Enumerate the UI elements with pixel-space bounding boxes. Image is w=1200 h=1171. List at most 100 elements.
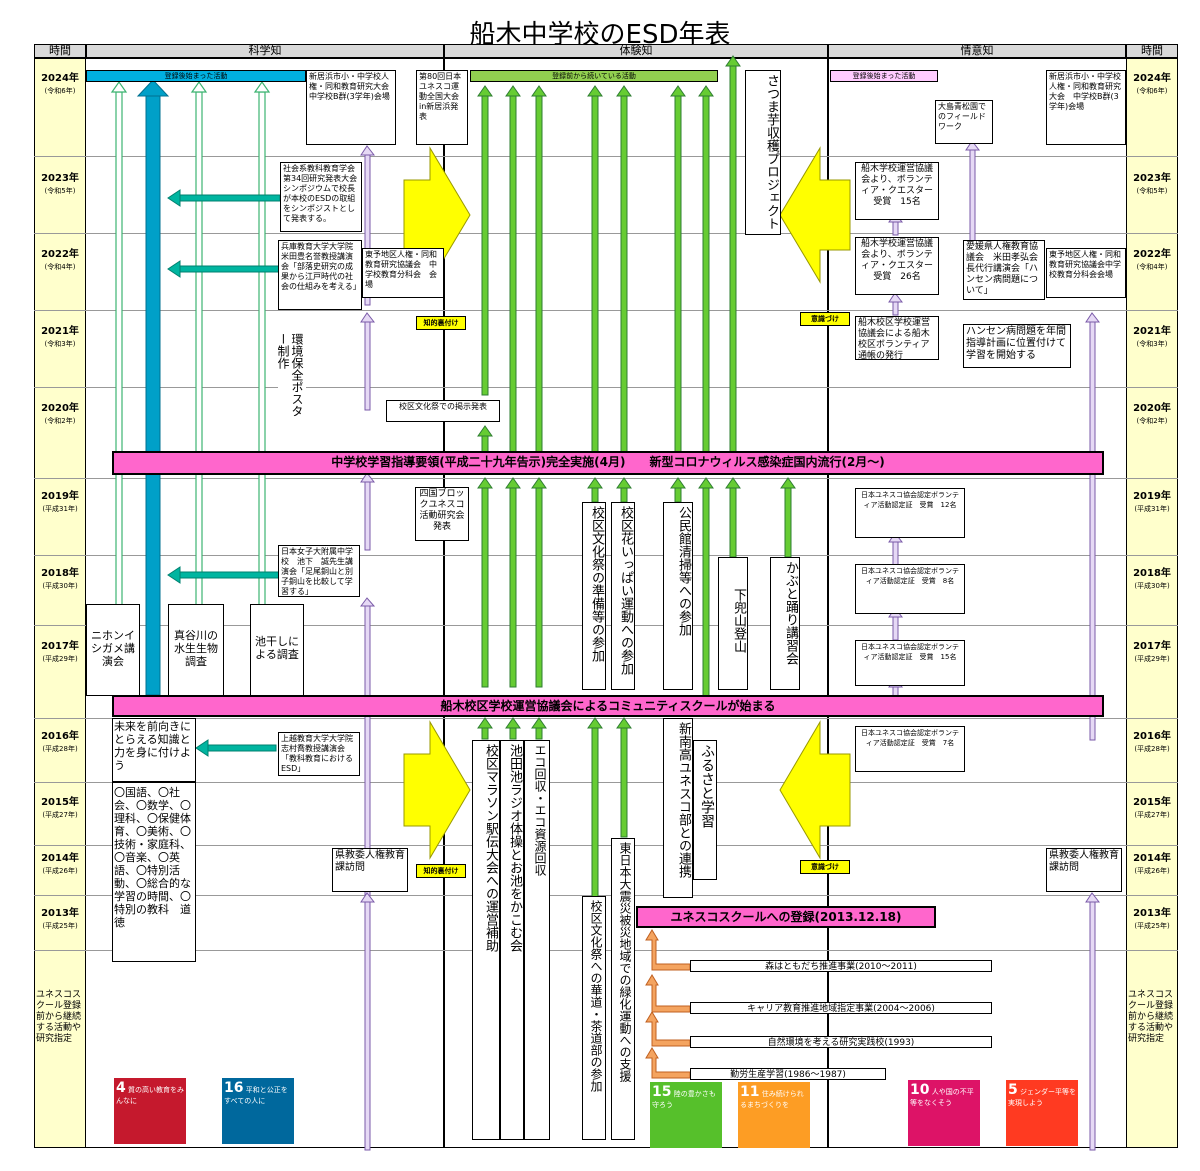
year-label: 2023年(令和5年) [41,173,79,195]
subjects-list: 〇国語、〇社会、〇数学、〇理科、〇保健体育、〇美術、〇技術・家庭科、〇音楽、〇英… [112,782,196,962]
year-label: 2014年(平成26年) [41,853,79,875]
unesco-cert-2018: 日本ユネスコ協会認定ボランティア活動認定証 受賞 8名 [855,564,965,614]
row-line [34,233,1178,234]
pre-registration-label: ユネスコスクール登録前から継続する活動や研究指定 [36,990,82,1044]
row-line [34,950,1178,951]
header-science: 科学知 [86,44,444,58]
volunteer-2022: 船木学校運営協議会より、ボランティア・クエスター受賞 26名 [855,237,939,295]
year-label: 2022年(令和4年) [1133,249,1171,271]
marathon-support: 校区マラソン駅伝大会への運営補助 [472,740,500,1140]
knowledge-goal: 未来を前向きにとらえる知識と力を身に付けよう [112,718,196,782]
sci-box-2024: 新居浜市小・中学校人権・同和教育研究大会 中学校B群(3学年)会場 [306,70,397,145]
year-label: 2017年(平成29年) [1133,641,1171,663]
nihon-ishigame: ニホンイシガメ講演会 [86,604,140,696]
row-line [34,845,1178,846]
hansen-curriculum: ハンセン病問題を年間指導計画に位置付けて学習を開始する [963,324,1071,368]
year-label: 2018年(平成30年) [1133,568,1171,590]
row-line [34,782,1178,783]
exp-band-bar: 登録前から続いている活動 [470,70,718,82]
bunkasai-prep: 校区文化祭の準備等の参加 [582,502,606,690]
exp-box-2024: 第80回日本ユネスコ運動全国大会in新居浜発表 [416,70,468,145]
matani-survey: 真谷川の水生生物調査 [168,604,224,696]
satsuma-project: さつま芋収穫プロジェクト [745,70,781,235]
year-label: 2019年(平成31年) [1133,491,1171,513]
year-label: 2020年(令和2年) [41,403,79,425]
chiteki-label: 知的裏付け [416,864,466,878]
unesco-cert-2017: 日本ユネスコ協会認定ボランティア活動認定証 受賞 15名 [855,640,965,686]
year-label: 2014年(平成26年) [1133,853,1171,875]
year-label: 2018年(平成30年) [41,568,79,590]
header-time-right: 時間 [1126,44,1178,58]
year-column-right [1126,58,1178,1148]
sci-box-toyo: 東予地区人権・同和教育研究協議会 中学校教育分科会 会場 [362,248,444,298]
shikoku-unesco: 四国ブロックユネスコ活動研究会発表 [415,487,469,541]
year-label: 2021年(令和3年) [1133,326,1171,348]
emo-box-2024: 新居浜市小・中学校人権・同和教育研究大会 中学校B群(3学年)会場 [1046,70,1126,145]
divider-sci-exp [443,44,445,1148]
shimokabuto-climb: 下兜山登山 [718,557,748,690]
oshima-fieldwork: 大島青松園でのフィールドワーク [935,100,993,144]
sci-box-2016: 上越教育大学大学院 志村喬教授講演会「教科教育におけるESD」 [278,732,361,776]
sdg-5-icon: 5 ジェンダー平等を実現しよう [1006,1080,1078,1146]
eco-collection: エコ回収・エコ資源回収 [524,740,550,1140]
year-label: 2023年(令和5年) [1133,173,1171,195]
row-line [34,895,1178,896]
pre-registration-label: ユネスコスクール登録前から継続する活動や研究指定 [1128,990,1174,1044]
header-experience: 体験知 [444,44,828,58]
ehime-lecture: 愛媛県人権教育協議会 米田孝弘会長代行講演会「ハンセン病問題について」 [963,240,1045,300]
row-line [34,310,1178,311]
orange-curved-arrows [645,929,691,1079]
ishiki-label: 意識づけ [800,312,850,326]
tohoku-support: 東日本大震災被災地域での緑化運動への支援 [611,838,635,1140]
row-line [34,718,1178,719]
row-line [34,625,1178,626]
unesco-cert-2016: 日本ユネスコ協会認定ボランティア活動認定証 受賞 7名 [855,726,965,772]
kabuto-dance: かぶと踊り講習会 [770,557,800,690]
emo-band-bar: 登録後始まった活動 [830,70,938,82]
year-label: 2015年(平成27年) [1133,797,1171,819]
year-label: 2013年(平成25年) [1133,908,1171,930]
year-label: 2016年(平成28年) [1133,731,1171,753]
poster-activity: 環境保全ポスター制作 [276,330,306,430]
covid-bar: 中学校学習指導要領(平成二十九年告示)完全実施(4月) 新型コロナウィルス感染症… [112,451,1104,475]
sdg-15-icon: 15 陸の豊かさも守ろう [650,1082,722,1148]
sci-band-bar: 登録後始まった活動 [86,70,306,82]
year-label: 2024年(令和6年) [41,73,79,95]
sdg-11-icon: 11 住み続けられるまちづくりを [738,1082,810,1148]
bunkasai-kado: 校区文化祭への華道・茶道部の参加 [582,896,606,1140]
year-label: 2016年(平成28年) [41,731,79,753]
year-label: 2017年(平成29年) [41,641,79,663]
volunteer-passbook: 船木校区学校運営協議会による船木校区ボランティア通帳の発行 [855,316,939,361]
unesco-registration-bar: ユネスコスクールへの登録(2013.12.18) [636,906,936,928]
sci-box-2018: 日本女子大附属中学校 池下 誠先生講演会「足尾銅山と別子銅山を比較して学習する」 [278,545,360,597]
exp-green-arrows [477,55,796,898]
pre-activity-forest: 森はともだち推進事業(2010～2011) [690,960,992,972]
pre-activity-labor: 勤労生産学習(1986～1987) [690,1068,886,1080]
divider-exp-emo [827,44,829,1148]
year-label: 2015年(平成27年) [41,797,79,819]
sdg-4-icon: 4 質の高い教育をみんなに [114,1078,186,1144]
year-label: 2022年(令和4年) [41,249,79,271]
ikeda-radio: 池田池ラジオ体操とお池をかこむ会 [500,740,524,1140]
header-time-left: 時間 [34,44,86,58]
year-label: 2020年(令和2年) [1133,403,1171,425]
row-line [34,555,1178,556]
row-line [34,156,1178,157]
big-blue-arrow [136,79,170,696]
chiteki-label: 知的裏付け [416,316,466,330]
bunkasai-poster: 校区文化祭での掲示発表 [386,400,500,422]
ishiki-label: 意識づけ [800,860,850,874]
kominkan-cleanup: 公民館清掃等への参加 [663,502,693,690]
sdg-10-icon: 10 人や国の不平等をなくそう [908,1080,980,1146]
ikehoshi-survey: 池干しによる調査 [250,604,304,696]
sdg-16-icon: 16 平和と公正をすべての人に [222,1078,294,1144]
unesco-cert-2019: 日本ユネスコ協会認定ボランティア活動認定証 受賞 12名 [855,488,965,538]
row-line [34,478,1178,479]
year-label: 2024年(令和6年) [1133,73,1171,95]
header-emotion: 情意知 [828,44,1126,58]
pre-activity-nature: 自然環境を考える研究実践校(1993) [690,1036,992,1048]
year-label: 2013年(平成25年) [41,908,79,930]
community-school-bar: 船木校区学校運営協議会によるコミュニティスクールが始まる [112,695,1104,717]
row-line [34,387,1178,388]
